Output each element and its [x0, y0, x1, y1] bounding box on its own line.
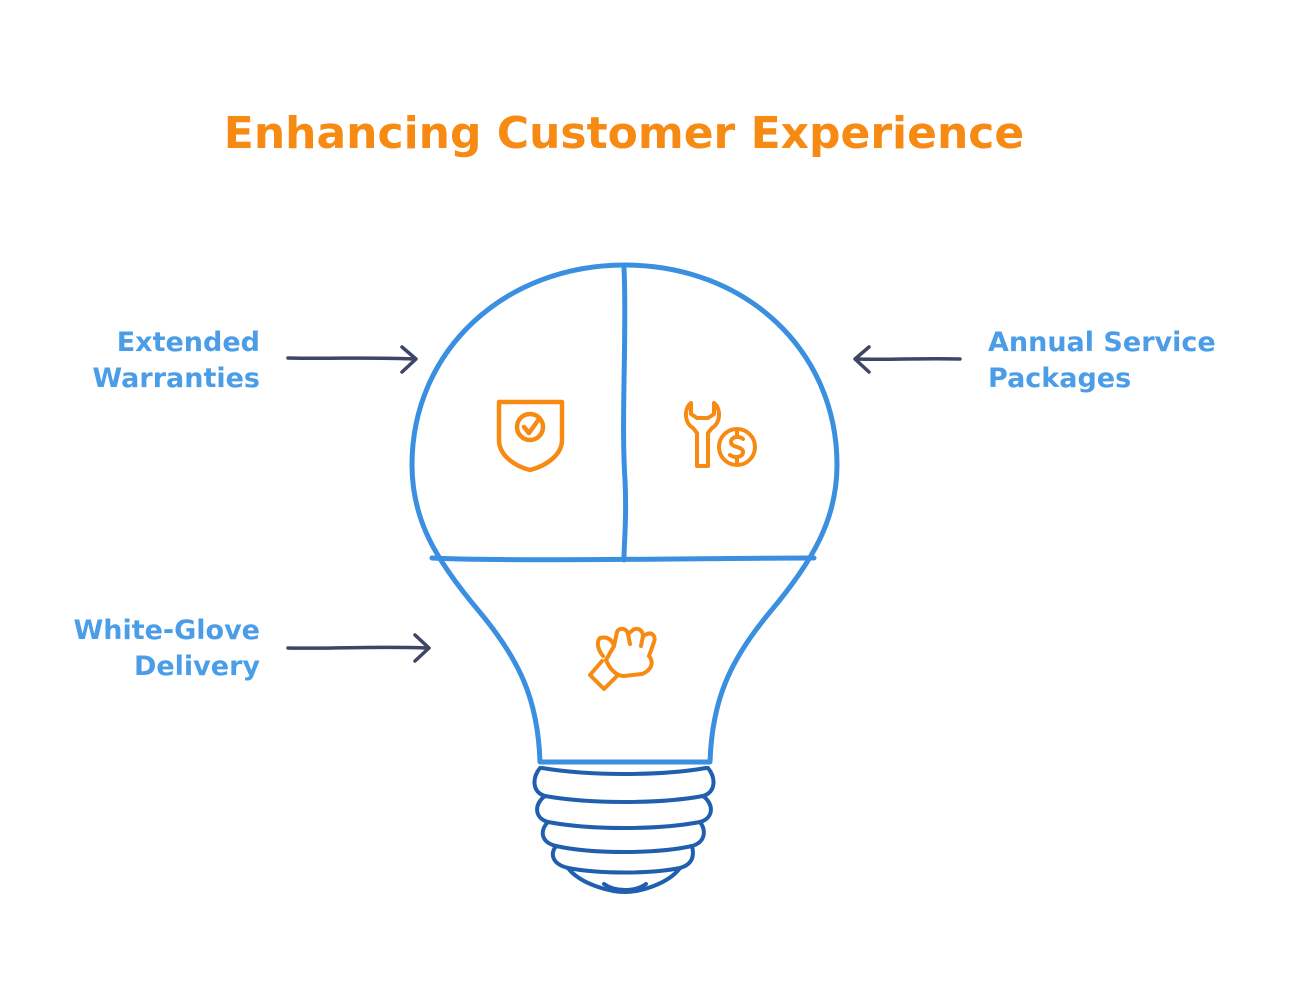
label-annual-service-packages-line1: Annual Service — [988, 327, 1216, 358]
arrow-extended-warranties — [286, 345, 418, 374]
arrow-white-glove-delivery — [286, 633, 431, 663]
diagram-title: Enhancing Customer Experience — [223, 108, 1025, 159]
bulb-outline — [409, 262, 840, 765]
bulb-divider-vertical — [621, 265, 629, 563]
label-extended-warranties: Extended Warranties — [40, 325, 260, 397]
label-annual-service-packages-line2: Packages — [988, 363, 1132, 394]
label-annual-service-packages: Annual Service Packages — [988, 325, 1288, 397]
label-extended-warranties-line1: Extended — [116, 327, 260, 358]
label-white-glove-delivery-line1: White-Glove — [73, 615, 260, 646]
label-white-glove-delivery-line2: Delivery — [133, 651, 260, 682]
wrench-dollar-icon — [684, 401, 757, 468]
bulb-divider-horizontal — [429, 555, 817, 563]
glove-icon — [588, 626, 657, 691]
label-extended-warranties-line2: Warranties — [92, 363, 260, 394]
bulb-screw-base — [532, 766, 716, 894]
shield-check-icon — [496, 399, 565, 473]
label-white-glove-delivery: White-Glove Delivery — [20, 613, 260, 685]
arrow-annual-service-packages — [853, 345, 962, 374]
